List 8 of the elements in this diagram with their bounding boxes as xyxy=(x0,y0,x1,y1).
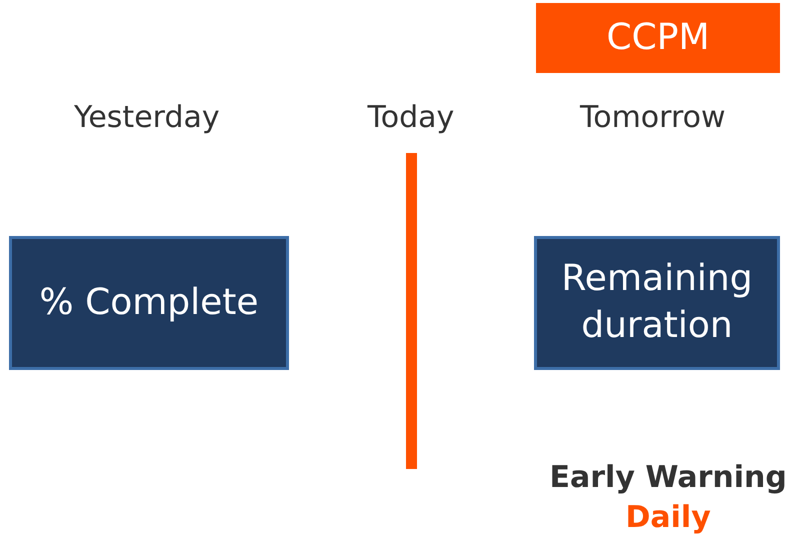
method-banner: CCPM xyxy=(536,3,780,73)
process-box: Remaining duration xyxy=(534,236,780,370)
time-heading: Yesterday xyxy=(74,100,220,135)
time-heading: Today xyxy=(368,100,454,135)
time-heading: Tomorrow xyxy=(580,100,726,135)
note-text: Early Warning xyxy=(550,460,787,495)
process-box: % Complete xyxy=(9,236,289,370)
note-text: Daily xyxy=(626,500,711,535)
